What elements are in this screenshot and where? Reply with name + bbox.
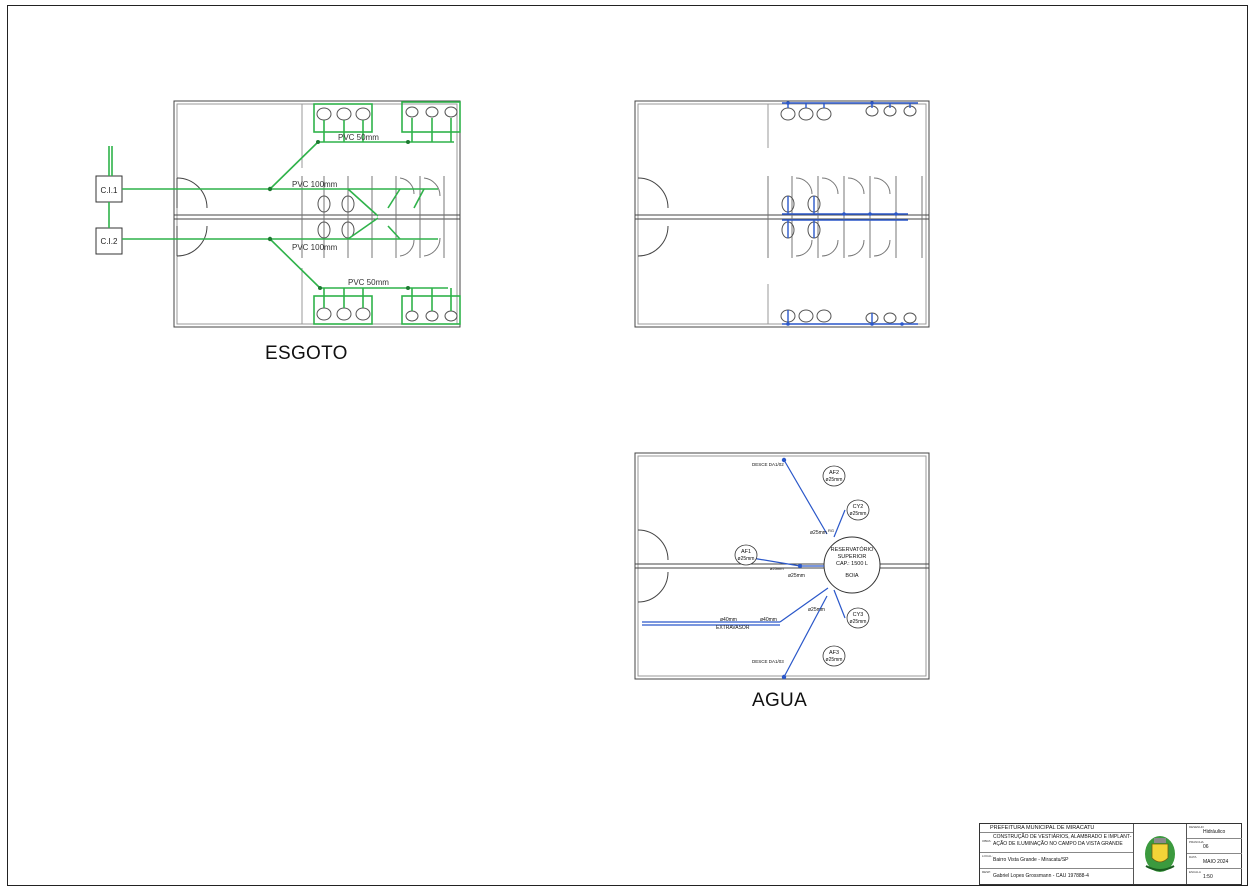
tb-date-cell: DATA MAIO 2024 [1187, 854, 1242, 869]
descend-bottom-label: DESCE DA1/03 [752, 659, 784, 664]
municipal-crest-logo [1134, 824, 1187, 884]
dia-label-3: ø25mm [808, 607, 825, 613]
pipe-label-top-100: PVC 100mm [292, 180, 338, 189]
water-plan [632, 98, 932, 338]
riser-plan-svg: RESERVATÓRIO SUPERIOR CAP.: 1500 L BOIA [634, 452, 930, 680]
dia-label-2: ø25mm [788, 573, 805, 579]
tb-discipline-label: DESENHO [1189, 825, 1204, 829]
tb-sheet-cell: PRANCHA 06 [1187, 839, 1242, 854]
box-label-ci1: C.I.1 [101, 186, 118, 195]
reservoir-circle [823, 536, 881, 594]
branch-cy2-id: CY2 [853, 504, 864, 510]
tb-author-row: RESP: Gabriel Lopes Grossmann - CAU 1978… [980, 869, 1133, 884]
tb-project-row: OBRA: CONSTRUÇÃO DE VESTIÁRIOS, ALAMBRAD… [980, 833, 1133, 853]
tb-author: Gabriel Lopes Grossmann - CAU 197888-4 [993, 873, 1089, 879]
pipe-label-top-50: PVC 50mm [338, 133, 379, 142]
reservoir-line-3: CAP.: 1500 L [836, 561, 868, 567]
branch-af1-id: AF1 [741, 549, 751, 555]
branch-cy3-dia: ø25mm [850, 619, 867, 625]
tb-project-label: OBRA: [982, 839, 992, 843]
tb-scale-label: ESCALA [1189, 870, 1201, 874]
branch-af3-id: AF3 [829, 650, 839, 656]
overflow-label: EXTRAVASOR [716, 625, 750, 631]
sewage-pipes [108, 101, 461, 325]
tb-entity: PREFEITURA MUNICIPAL DE MIRACATU [990, 825, 1095, 831]
riser-pipes [642, 459, 846, 678]
water-plan-title: AGUA [752, 690, 808, 711]
tb-location: Bairro Vista Grande - Miracatu/SP [993, 857, 1069, 863]
pipe-label-bottom-100: PVC 100mm [292, 243, 338, 252]
descend-top-label: DESCE DA1/02 [752, 462, 784, 467]
riser-plan: RESERVATÓRIO SUPERIOR CAP.: 1500 L BOIA [632, 450, 932, 685]
title-block-meta: DESENHO Hidráulico PRANCHA 06 DATA MAIO … [1187, 824, 1242, 884]
tb-project-line-1: CONSTRUÇÃO DE VESTIÁRIOS, ALAMBRADO E IM… [993, 834, 1132, 840]
title-block: PREFEITURA MUNICIPAL DE MIRACATU OBRA: C… [979, 823, 1242, 885]
reservoir-line-2: SUPERIOR [838, 554, 867, 560]
sewage-plan: C.I.1 C.I.2 PVC 50mm PVC 100mm PVC 100mm… [88, 98, 478, 338]
branch-af2-id: AF2 [829, 470, 839, 476]
dia-label-1: ø25mm [810, 530, 827, 536]
tb-discipline-cell: DESENHO Hidráulico [1187, 824, 1242, 839]
tb-discipline: Hidráulico [1203, 829, 1226, 835]
tb-author-label: RESP: [982, 870, 992, 874]
sheet-border [7, 5, 1248, 886]
dia-label-6: ø40mm [760, 617, 777, 623]
tb-location-label: LOCAL: [982, 854, 993, 858]
title-block-info: PREFEITURA MUNICIPAL DE MIRACATU OBRA: C… [980, 824, 1134, 884]
reservoir-line-4: BOIA [845, 573, 858, 579]
sewage-plan-title: ESGOTO [265, 343, 348, 364]
reg-label: RG [828, 528, 834, 533]
tb-scale: 1:50 [1203, 874, 1213, 880]
crest-icon [1145, 836, 1175, 872]
reservoir-line-1: RESERVATÓRIO [831, 546, 875, 553]
branch-cy3-id: CY3 [853, 612, 864, 618]
tb-scale-cell: ESCALA 1:50 [1187, 869, 1242, 884]
sewage-plan-svg: C.I.1 C.I.2 PVC 50mm PVC 100mm PVC 100mm… [95, 100, 461, 328]
tb-project-line-2: AÇÃO DE ILUMINAÇÃO NO CAMPO DA VISTA GRA… [993, 841, 1123, 847]
water-plan-svg [634, 100, 930, 328]
branch-af3-dia: ø25mm [826, 657, 843, 663]
branch-af1-dia: ø25mm [738, 556, 755, 562]
tb-location-row: LOCAL: Bairro Vista Grande - Miracatu/SP [980, 853, 1133, 869]
tb-sheet-no: 06 [1203, 844, 1209, 850]
branch-af2-dia: ø25mm [826, 477, 843, 483]
tb-sheet-label: PRANCHA [1189, 840, 1204, 844]
box-label-ci2: C.I.2 [101, 237, 118, 246]
tb-entity-row: PREFEITURA MUNICIPAL DE MIRACATU [980, 824, 1133, 833]
dia-label-4: ø25mm [770, 566, 784, 571]
tb-date-label: DATA [1189, 855, 1197, 859]
tb-date: MAIO 2024 [1203, 859, 1229, 865]
dia-label-5: ø40mm [720, 617, 737, 623]
pipe-label-bottom-50: PVC 50mm [348, 278, 389, 287]
branch-cy2-dia: ø25mm [850, 511, 867, 517]
